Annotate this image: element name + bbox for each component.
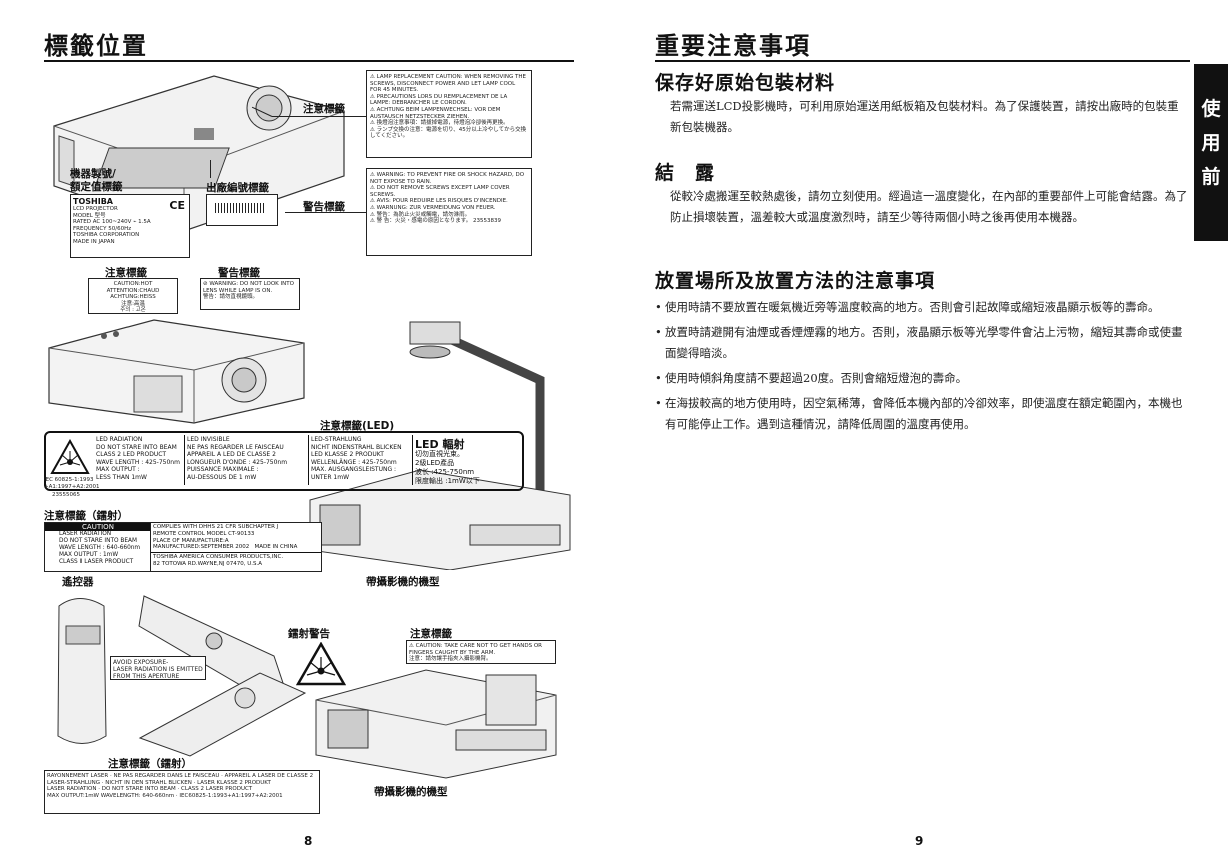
- laser-compliance-text: COMPLIES WITH DHHS 21 CFR SUBCHAPTER J R…: [153, 524, 298, 551]
- caution-hot-label: CAUTION:HOT ATTENTION:CHAUD ACHTUNG:HEIS…: [88, 278, 178, 314]
- caution-label-top: 注意標籤: [303, 103, 345, 115]
- laser-manufacturer-text: TOSHIBA AMERICA CONSUMER PRODUCTS,INC. 8…: [153, 554, 284, 567]
- laser-warning-caption: 鐳射警告: [288, 628, 330, 640]
- side-tab-char-2: 用: [1201, 132, 1221, 154]
- model-brand: TOSHIBA: [73, 197, 113, 206]
- serial-label-caption: 出廠編號標籤: [206, 182, 269, 194]
- model-label-caption: 機器製號/ 額定值標籤: [70, 168, 123, 193]
- laser-warning-triangle-icon: [295, 641, 347, 690]
- section-condensation-text: 從較冷處搬運至較熱處後，請勿立刻使用。經過這一溫度變化，在內部的重要部件上可能會…: [670, 189, 1188, 224]
- caution-label-mid-caption: 注意標籤: [105, 267, 147, 279]
- serial-number-label: [206, 194, 278, 226]
- camera-projector-illustration-2: [315, 669, 557, 779]
- led-label-zh-title: LED 輻射: [415, 438, 465, 451]
- warning-no-look-label: ⊘ WARNING: DO NOT LOOK INTO LENS WHILE L…: [200, 278, 300, 310]
- side-tab: 使 用 前: [1194, 64, 1228, 241]
- laser-caution-label-right: COMPLIES WITH DHHS 21 CFR SUBCHAPTER J R…: [150, 522, 322, 572]
- led-label-zh: 切勿直視光束。 2級LED產品 波长 :425-750nm 限度輸出 :1mW以…: [415, 450, 480, 485]
- remote-bottom-illustration: [138, 672, 307, 757]
- caution-laser-bottom-caption: 注意標籤（鐳射）: [108, 758, 192, 770]
- placement-bullet: 在海拔較高的地方使用時，因空氣稀薄，會降低本機內部的冷卻效率，即使溫度在額定範圍…: [655, 393, 1190, 435]
- led-label-en: LED RADIATION DO NOT STARE INTO BEAM CLA…: [96, 436, 180, 481]
- warning-label-mid-caption: 警告標籤: [218, 267, 260, 279]
- led-label-fr: LED INVISIBLE NE PAS REGARDER LE FAISCEA…: [187, 436, 288, 481]
- ce-mark-icon: CE: [169, 199, 185, 212]
- model-rating-label: TOSHIBA LCD PROJECTOR MODEL 型号 RATED AC …: [70, 194, 190, 258]
- led-label-plate: LED RADIATION DO NOT STARE INTO BEAM CLA…: [44, 431, 524, 491]
- laser-caution-heading: CAUTION: [45, 523, 151, 531]
- left-page-title: 標籤位置: [44, 32, 148, 60]
- led-label-standard: IEC 60825-1:1993 +A1:1997+A2:2001: [44, 477, 100, 490]
- placement-bullet-list: 使用時請不要放置在暖氣機近旁等溫度較高的地方。否則會引起故障或縮短液晶顯示板等的…: [655, 297, 1190, 439]
- lamp-caution-label: ⚠ LAMP REPLACEMENT CAUTION: WHEN REMOVIN…: [366, 70, 532, 158]
- laser-multilang-label: RAYONNEMENT LASER · NE PAS REGARDER DANS…: [44, 770, 320, 814]
- section-packaging-heading: 保存好原始包裝材料: [655, 72, 836, 94]
- side-tab-char-1: 使: [1201, 98, 1221, 120]
- left-title-rule: [44, 60, 574, 62]
- right-title-rule: [655, 60, 1190, 62]
- led-label-code: 23555065: [52, 492, 80, 498]
- projector-front-illustration: [48, 319, 305, 424]
- section-placement-heading: 放置場所及放置方法的注意事項: [655, 270, 936, 292]
- warning-label-right-caption: 警告標籤: [303, 201, 345, 213]
- camera-caution-label: ⚠ CAUTION: TAKE CARE NOT TO GET HANDS OR…: [406, 640, 556, 664]
- warning-label-multilang: ⚠ WARNING: TO PREVENT FIRE OR SHOCK HAZA…: [366, 168, 532, 256]
- right-page-number: 9: [915, 834, 924, 848]
- laser-hazard-icon: [50, 438, 90, 475]
- camera-projector-illustration-1: [309, 321, 571, 570]
- placement-bullet: 放置時請避開有油煙或香煙煙霧的地方。否則，液晶顯示板等光學零件會沾上污物，縮短其…: [655, 322, 1190, 364]
- caution-laser-caption: 注意標籤（鐳射）: [44, 510, 128, 522]
- section-packaging-text: 若需運送LCD投影機時，可利用原始運送用紙板箱及包裝材料。為了保護裝置，請按出廠…: [670, 99, 1179, 134]
- camera-unit-caption-2: 帶攝影機的機型: [374, 786, 448, 798]
- placement-bullet: 使用時傾斜角度請不要超過20度。否則會縮短燈泡的壽命。: [655, 368, 1190, 389]
- placement-bullet: 使用時請不要放置在暖氣機近旁等溫度較高的地方。否則會引起故障或縮短液晶顯示板等的…: [655, 297, 1190, 318]
- aperture-label: AVOID EXPOSURE- LASER RADIATION IS EMITT…: [110, 656, 206, 680]
- left-page-number: 8: [304, 834, 313, 848]
- remote-caption: 遙控器: [62, 576, 94, 588]
- camera-unit-caption-1: 帶攝影機的機型: [366, 576, 440, 588]
- laser-caution-label-left: CAUTION LASER RADIATION DO NOT STARE INT…: [44, 522, 152, 572]
- remote-control-illustration: [57, 595, 285, 744]
- right-page-title: 重要注意事項: [655, 32, 811, 60]
- side-tab-char-3: 前: [1201, 166, 1221, 188]
- caution-label-bottom-caption: 注意標籤: [410, 628, 452, 640]
- laser-caution-text: LASER RADIATION DO NOT STARE INTO BEAM W…: [59, 531, 141, 565]
- led-label-de: LED-STRAHLUNG NICHT INDENSTRAHL BLICKEN …: [311, 436, 402, 481]
- caution-led-caption: 注意標籤(LED): [320, 420, 395, 432]
- section-condensation-heading: 結 露: [655, 162, 716, 184]
- model-lines: LCD PROJECTOR MODEL 型号 RATED AC 100~240V…: [73, 206, 151, 245]
